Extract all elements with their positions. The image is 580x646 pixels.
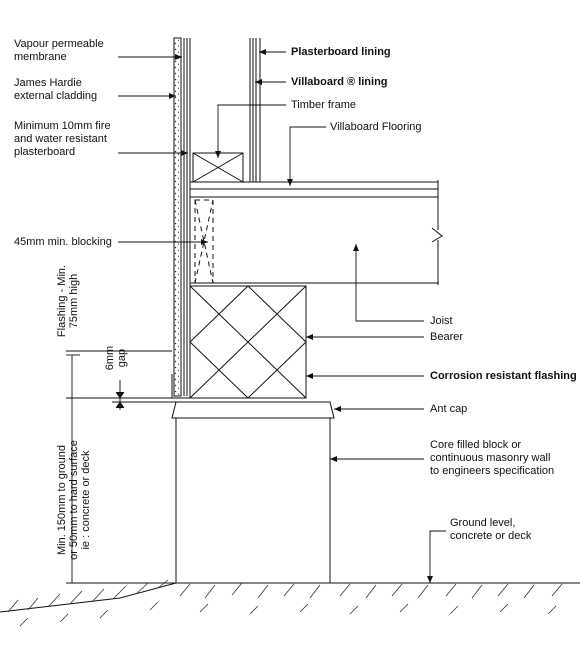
label-flashing-height: Flashing - Min. 75mm high bbox=[56, 264, 80, 338]
ant-cap-shape bbox=[171, 401, 335, 419]
leader-joist bbox=[353, 244, 424, 322]
label-timber-frame: Timber frame bbox=[291, 99, 356, 111]
label-ant-cap: Ant cap bbox=[430, 403, 468, 415]
label-ground-clearance: Min. 150mm to ground or 50mm to hard sur… bbox=[56, 440, 92, 560]
label-vapour-membrane: Vapour permeable membrane bbox=[14, 38, 104, 63]
label-fire-plasterboard: Minimum 10mm fire and water resistant pl… bbox=[14, 120, 111, 158]
label-masonry-wall: Core filled block or continuous masonry … bbox=[430, 439, 555, 477]
blocking-dashed bbox=[194, 199, 214, 284]
label-plasterboard-lining: Plasterboard lining bbox=[291, 46, 391, 58]
label-external-cladding: James Hardie external cladding bbox=[14, 77, 98, 102]
label-villaboard-lining: Villaboard ® lining bbox=[291, 76, 388, 88]
masonry-wall bbox=[175, 417, 331, 584]
label-ground-level: Ground level, concrete or deck bbox=[450, 517, 532, 542]
label-blocking: 45mm min. blocking bbox=[14, 236, 112, 248]
leader-villaboard-flooring bbox=[287, 126, 326, 186]
label-joist: Joist bbox=[430, 315, 453, 327]
label-bearer: Bearer bbox=[430, 331, 464, 343]
label-flashing: Corrosion resistant flashing bbox=[430, 370, 577, 382]
ground-line bbox=[0, 582, 580, 613]
flashing-profile bbox=[171, 374, 306, 399]
external-cladding-layer bbox=[173, 37, 182, 397]
leader-ground bbox=[427, 530, 446, 583]
ground-hatch bbox=[7, 579, 563, 627]
label-gap: 6mm gap bbox=[104, 345, 128, 371]
leader-timber-frame bbox=[215, 104, 286, 158]
label-villaboard-flooring: Villaboard Flooring bbox=[330, 121, 422, 133]
